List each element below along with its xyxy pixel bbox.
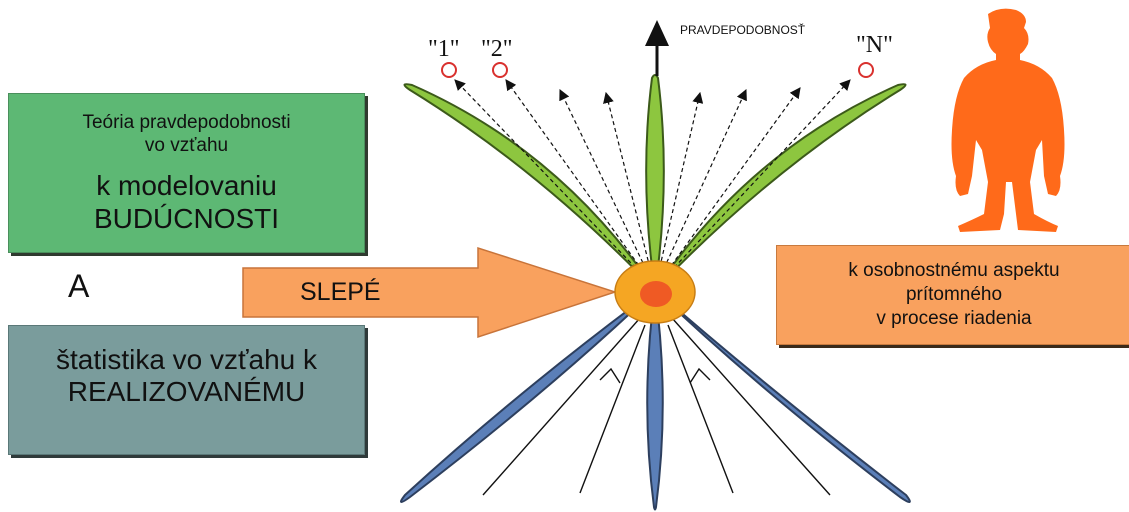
slepe-arrow: [242, 246, 618, 339]
center-node-inner: [640, 281, 672, 307]
outcome-label-n: "N": [856, 32, 893, 58]
statistics-line1: štatistika vo vzťahu k: [55, 344, 318, 375]
incoming-chevron: [599, 367, 621, 384]
probability-theory-line4: BUDÚCNOSTI: [93, 203, 280, 234]
probability-axis-label: PRAVDEPODOBNOSŤ: [680, 22, 806, 37]
incoming-chevron: [689, 367, 711, 384]
probability-theory-line1: Teória pravdepodobnosti: [82, 112, 291, 133]
personality-aspect-box: k osobnostnému aspektu prítomného v proc…: [776, 245, 1129, 345]
statistics-line2: REALIZOVANÉMU: [67, 376, 306, 407]
incoming-arrow: [671, 317, 831, 496]
outcome-arrow-2: [505, 79, 656, 289]
outgoing-arrows: [454, 79, 851, 289]
fan-arrow: [654, 89, 747, 289]
incoming-arrows: [482, 317, 831, 496]
fan-arrow: [603, 91, 656, 289]
outcome-circle-1: [441, 62, 457, 78]
outcome-circle-n: [858, 62, 874, 78]
outcome-arrow-n: [654, 79, 851, 289]
green-petal-center: [645, 74, 665, 291]
personality-aspect-line1: k osobnostnému aspektu: [848, 260, 1060, 281]
outcome-circles: [441, 62, 874, 78]
incoming-arrow: [667, 324, 734, 494]
outcome-label-1: "1": [428, 36, 460, 62]
blue-petal-right: [654, 289, 911, 503]
incoming-arrow: [482, 317, 641, 496]
statistics-box: štatistika vo vzťahu k REALIZOVANÉMU: [8, 325, 365, 455]
blue-petal-center: [646, 289, 664, 511]
probability-axis-arrowhead: [645, 20, 669, 46]
fan-arrow: [654, 87, 801, 289]
probability-theory-line2: vo vzťahu: [144, 135, 229, 156]
outcome-arrow-1: [454, 79, 656, 289]
fan-arrow: [654, 91, 704, 289]
slepe-arrow-label: SLEPÉ: [300, 278, 381, 306]
incoming-arrow: [579, 324, 646, 494]
connector-letter: A: [68, 268, 90, 304]
soldier-silhouette-icon: [951, 8, 1065, 232]
outcome-label-2: "2": [481, 36, 513, 62]
probability-axis: PRAVDEPODOBNOSŤ: [645, 20, 806, 76]
personality-aspect-line2: prítomného: [905, 284, 1003, 305]
outcome-circle-2: [492, 62, 508, 78]
green-petal-right: [654, 83, 907, 291]
top-petals: [403, 74, 907, 291]
probability-theory-line3: k modelovaniu: [96, 170, 277, 201]
green-petal-left: [403, 83, 656, 291]
probability-theory-box: Teória pravdepodobnosti vo vzťahu k mode…: [8, 93, 365, 253]
blue-petal-left: [400, 289, 656, 503]
center-node: [614, 260, 696, 324]
fan-arrow: [559, 89, 656, 289]
personality-aspect-line3: v procese riadenia: [876, 308, 1032, 329]
bottom-petals: [400, 289, 911, 511]
